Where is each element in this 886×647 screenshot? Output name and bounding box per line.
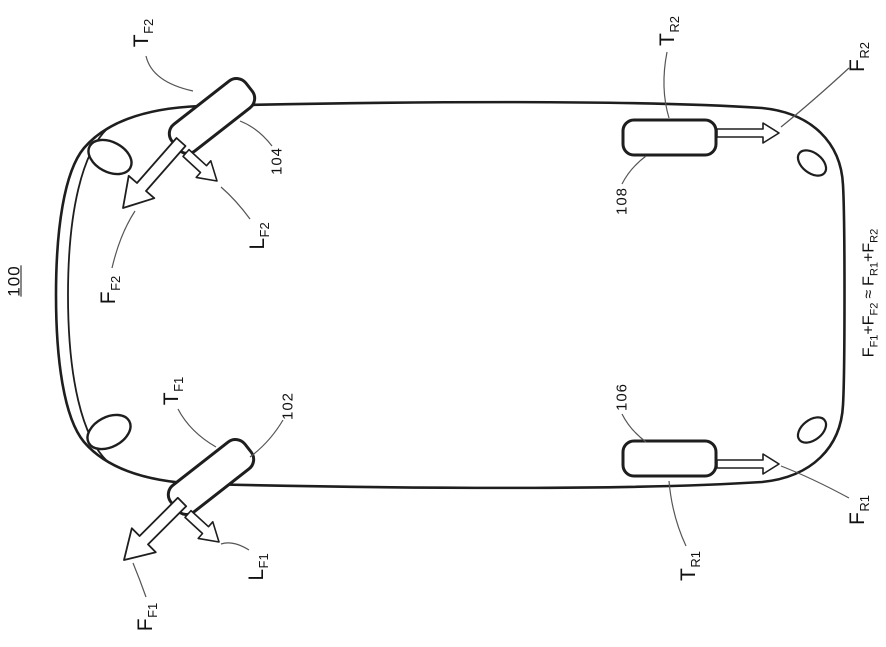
force-arrow-f-f2 — [122, 137, 187, 209]
leader-f-f1 — [132, 562, 147, 598]
force-balance-equation: FF1+FF2≈FR1+FR2 — [860, 228, 881, 358]
leader-t-f1 — [177, 408, 217, 448]
front-mirror-bottom-icon — [86, 413, 132, 451]
label-force-front-2: FF2 — [96, 275, 124, 305]
lateral-arrow-l-f1 — [184, 509, 220, 543]
leader-f-f2 — [111, 210, 136, 269]
label-torque-front-1: TF1 — [159, 376, 187, 406]
rear-corner-bottom-icon — [796, 416, 828, 444]
car-body-outline — [54, 100, 846, 490]
leader-t-r2 — [663, 51, 670, 119]
rear-corner-top-icon — [796, 149, 828, 177]
leader-l-f2 — [220, 186, 251, 220]
front-mirror-top-icon — [87, 138, 133, 176]
label-force-rear-1: FR1 — [845, 495, 873, 525]
leader-t-r1 — [668, 480, 687, 547]
leader-104 — [239, 120, 273, 147]
leader-108 — [621, 155, 647, 185]
leader-102 — [249, 419, 284, 458]
wheel-108-rear-top — [621, 118, 718, 157]
leader-f-r1 — [780, 465, 850, 499]
label-lateral-front-1: LF1 — [244, 553, 272, 581]
wheel-106-rear-bottom — [621, 439, 718, 478]
lateral-arrow-l-f2 — [182, 148, 218, 182]
label-torque-front-2: TF2 — [129, 18, 157, 48]
leader-l-f1 — [220, 542, 250, 551]
label-reference-108: 108 — [613, 186, 631, 216]
label-force-front-1: FF1 — [133, 602, 161, 632]
label-reference-102: 102 — [279, 391, 297, 421]
label-lateral-front-2: LF2 — [245, 222, 273, 250]
force-arrow-f-r1 — [716, 453, 780, 475]
leader-106 — [621, 413, 647, 443]
leader-f-r2 — [780, 67, 850, 128]
leader-t-f2 — [145, 55, 194, 92]
force-arrow-f-f1 — [123, 496, 188, 561]
label-torque-rear-1: TR1 — [676, 551, 704, 581]
label-force-rear-2: FR2 — [845, 42, 873, 72]
front-bumper-inner-line — [67, 127, 109, 463]
label-reference-100: 100 — [4, 265, 24, 297]
label-reference-106: 106 — [613, 382, 631, 412]
label-reference-104: 104 — [268, 146, 286, 176]
label-torque-rear-2: TR2 — [655, 16, 683, 46]
force-arrow-f-r2 — [716, 122, 780, 144]
